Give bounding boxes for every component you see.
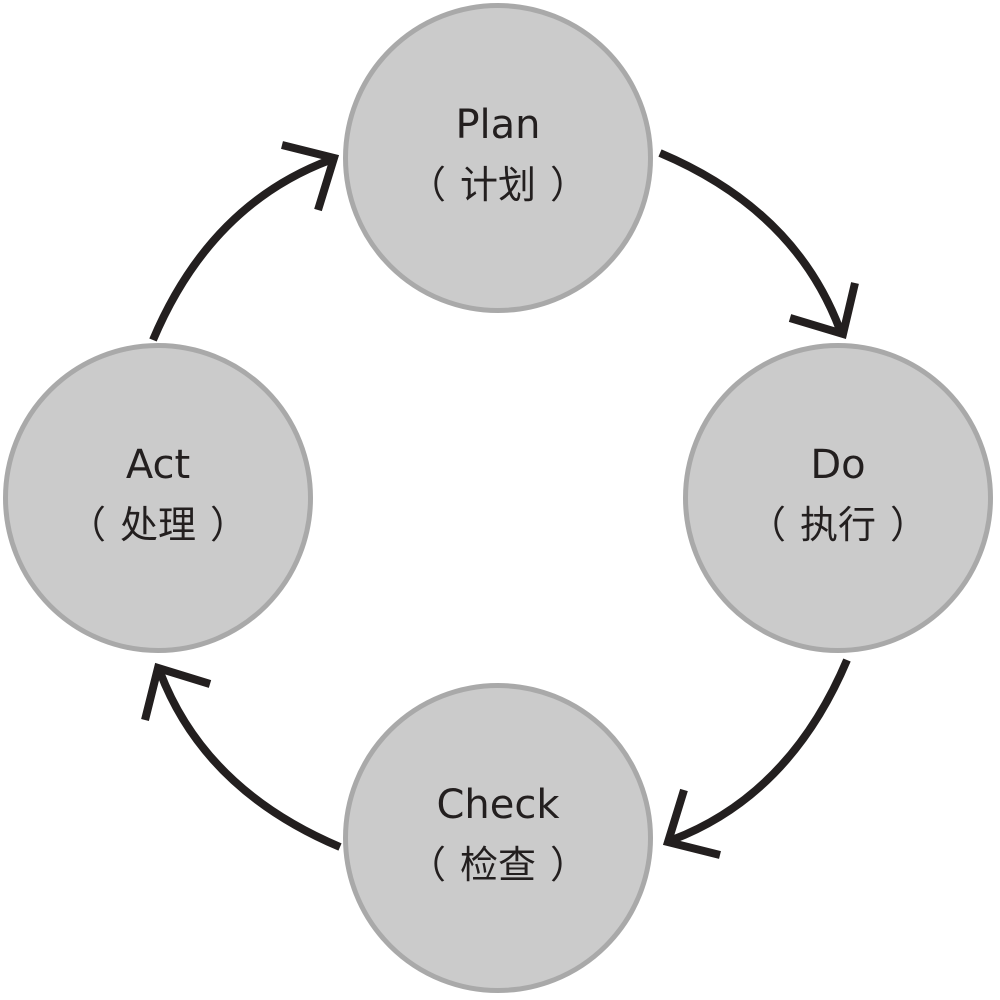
open-paren: （	[407, 843, 446, 887]
node-check-chinese: 检查	[459, 843, 536, 887]
arrow-check-to-act-head	[141, 662, 212, 721]
arrow-act-to-plan-head	[281, 141, 340, 212]
node-do: Do （ 执行 ）	[683, 343, 993, 653]
open-paren: （	[747, 503, 786, 547]
arrow-do-to-check-head	[662, 788, 721, 859]
arrow-act-to-plan	[149, 141, 340, 342]
node-do-label: Do	[810, 442, 866, 488]
node-act-label: Act	[125, 442, 191, 488]
node-check-label: Check	[436, 782, 560, 828]
node-plan-sublabel: （ 计划 ）	[408, 162, 588, 208]
arrow-plan-to-do	[658, 149, 859, 340]
node-plan-chinese: 计划	[459, 163, 536, 207]
node-check: Check （ 检查 ）	[343, 683, 653, 993]
node-check-sublabel: （ 检查 ）	[408, 842, 588, 888]
close-paren: ）	[210, 503, 249, 547]
node-act: Act （ 处理 ）	[3, 343, 313, 653]
arrow-plan-to-do-shaft	[658, 149, 844, 332]
close-paren: ）	[550, 163, 589, 207]
node-act-sublabel: （ 处理 ）	[68, 502, 248, 548]
open-paren: （	[407, 163, 446, 207]
node-plan: Plan （ 计划 ）	[343, 3, 653, 313]
arrow-do-to-check	[662, 658, 851, 859]
close-paren: ）	[890, 503, 929, 547]
node-plan-label: Plan	[455, 102, 541, 148]
node-do-sublabel: （ 执行 ）	[748, 502, 928, 548]
open-paren: （	[67, 503, 106, 547]
node-do-chinese: 执行	[799, 503, 876, 547]
arrow-do-to-check-shaft	[670, 658, 851, 844]
close-paren: ）	[550, 843, 589, 887]
arrow-act-to-plan-shaft	[149, 156, 332, 342]
arrow-plan-to-do-head	[788, 282, 859, 340]
arrow-check-to-act-shaft	[156, 670, 342, 851]
arrow-check-to-act	[141, 662, 342, 851]
node-act-chinese: 处理	[119, 503, 196, 547]
